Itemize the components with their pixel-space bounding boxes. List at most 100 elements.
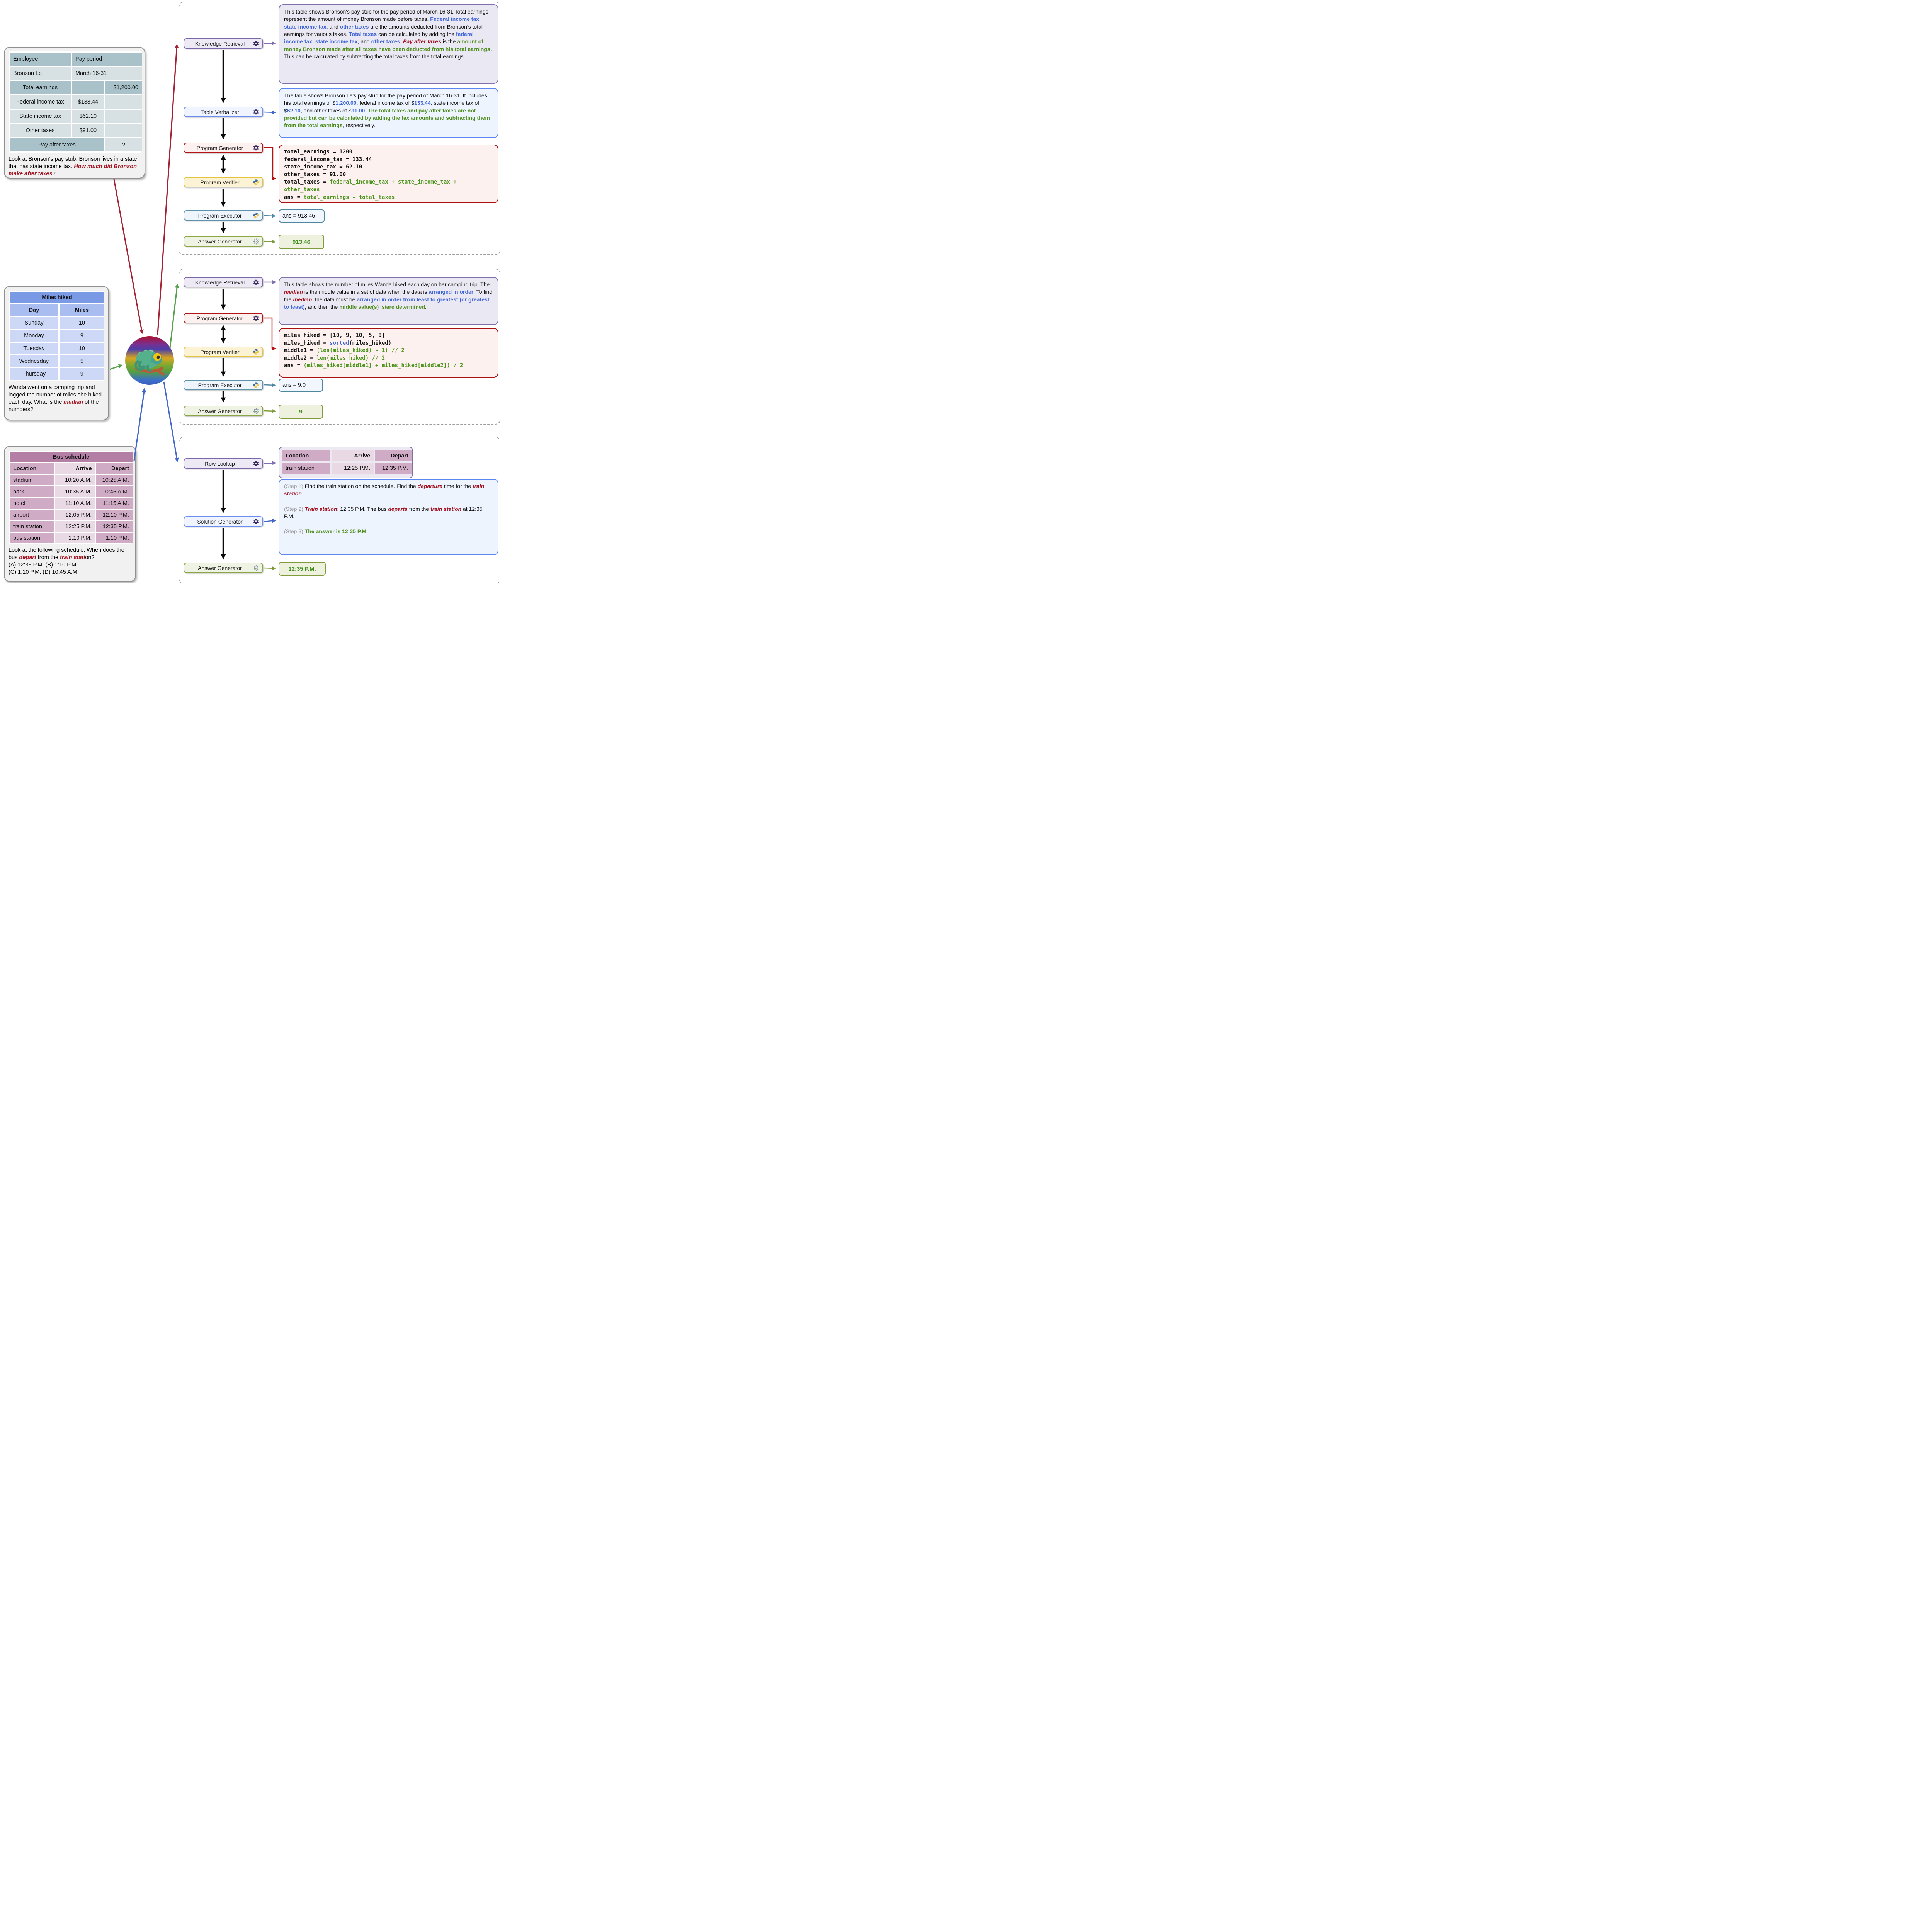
table-cell: $62.10 <box>71 110 104 123</box>
column-header: Depart <box>96 463 133 474</box>
gear-check-icon <box>253 565 260 571</box>
table-cell: Federal income tax <box>10 95 71 109</box>
column-header: Arrive <box>332 450 374 461</box>
table-cell: Employee <box>10 53 71 66</box>
column-header: Location <box>282 450 331 461</box>
module-label: Program Verifier <box>200 179 240 185</box>
python-icon <box>253 382 260 389</box>
table-cell: bus station <box>10 533 54 543</box>
module-label: Knowledge Retrieval <box>195 279 245 286</box>
table-cell: $133.44 <box>71 95 104 109</box>
openai-icon <box>253 109 260 116</box>
module-knowledge-retrieval: Knowledge Retrieval <box>184 277 263 287</box>
row-lookup-output: Location Arrive Depart train station 12:… <box>279 447 413 478</box>
module-table-verbalizer: Table Verbalizer <box>184 107 263 117</box>
table-cell <box>105 95 142 109</box>
module-label: Solution Generator <box>197 518 243 525</box>
module-label: Program Generator <box>196 145 243 151</box>
module-program-verifier: Program Verifier <box>184 347 263 357</box>
module-label: Row Lookup <box>205 460 235 467</box>
openai-icon <box>253 460 260 467</box>
table-verbalizer-output: The table shows Bronson Le's pay stub fo… <box>279 88 498 138</box>
table-cell: 10:20 A.M. <box>55 475 95 485</box>
knowledge-retrieval-output-2: This table shows the number of miles Wan… <box>279 277 498 325</box>
table-cell: Thursday <box>10 368 58 380</box>
table-cell: Other taxes <box>10 124 71 137</box>
row-lookup-table: Location Arrive Depart train station 12:… <box>282 450 412 474</box>
code-line: total_taxes = federal_income_tax + state… <box>284 179 457 193</box>
pipeline-group-2 <box>179 269 500 425</box>
table-cell: 10:45 A.M. <box>96 486 133 497</box>
table-cell: 1:10 P.M. <box>55 533 95 543</box>
code-line: federal_income_tax = 133.44 <box>284 156 372 163</box>
module-program-executor: Program Executor <box>184 210 263 221</box>
bus-schedule-table: Bus schedule Location Arrive Depart stad… <box>9 451 133 544</box>
table-cell: ? <box>105 138 142 151</box>
miles-hiked-card: Miles hiked Day Miles Sunday 10 Monday 9… <box>4 286 109 420</box>
module-label: Program Verifier <box>200 349 240 355</box>
table-cell: Pay period <box>71 53 142 66</box>
chameleon-figure: Employee Pay period Bronson Le March 16-… <box>0 0 500 583</box>
column-header: Location <box>10 463 54 474</box>
table-cell: airport <box>10 510 54 520</box>
table-title: Bus schedule <box>10 452 133 462</box>
module-answer-generator: Answer Generator <box>184 563 263 573</box>
table-cell: 12:25 P.M. <box>332 463 374 474</box>
table-cell: Sunday <box>10 317 58 329</box>
code-line: miles_hiked = [10, 9, 10, 5, 9] <box>284 332 385 338</box>
module-label: Answer Generator <box>198 565 242 571</box>
openai-icon <box>253 518 260 525</box>
bus-option-line: (C) 1:10 P.M. (D) 10:45 A.M. <box>9 569 79 576</box>
table-cell: 10 <box>59 317 104 329</box>
module-solution-generator: Solution Generator <box>184 516 263 527</box>
code-line: other_taxes = 91.00 <box>284 171 346 178</box>
openai-icon <box>253 315 260 322</box>
code-line: ans = (miles_hiked[middle1] + miles_hike… <box>284 362 463 369</box>
code-line: middle1 = (len(miles_hiked) - 1) // 2 <box>284 347 405 354</box>
table-cell: State income tax <box>10 110 71 123</box>
code-line: ans = total_earnings - total_taxes <box>284 194 395 201</box>
bus-question: Look at the following schedule. When doe… <box>9 547 124 561</box>
table-cell: 12:35 P.M. <box>96 521 133 532</box>
table-cell: $1,200.00 <box>105 81 142 94</box>
python-icon <box>253 179 260 186</box>
bus-schedule-card: Bus schedule Location Arrive Depart stad… <box>4 446 136 582</box>
pay-stub-question: Look at Bronson's pay stub. Bronson live… <box>9 156 137 177</box>
openai-icon <box>253 279 260 286</box>
module-program-generator: Program Generator <box>184 143 263 153</box>
table-cell: 12:35 P.M. <box>375 463 412 474</box>
miles-hiked-table: Miles hiked Day Miles Sunday 10 Monday 9… <box>9 291 104 381</box>
column-header: Miles <box>59 304 104 316</box>
openai-icon <box>253 40 260 47</box>
module-label: Program Executor <box>198 212 242 219</box>
table-cell: Monday <box>10 330 58 342</box>
chameleon-illustration <box>134 349 165 376</box>
column-header: Depart <box>375 450 412 461</box>
table-cell: 10:35 A.M. <box>55 486 95 497</box>
table-cell <box>105 124 142 137</box>
table-cell: 10:25 A.M. <box>96 475 133 485</box>
module-program-generator: Program Generator <box>184 313 263 323</box>
solution-step: (Step 3) The answer is 12:35 P.M. <box>284 528 368 535</box>
table-cell <box>105 110 142 123</box>
table-cell: Pay after taxes <box>10 138 104 151</box>
module-program-verifier: Program Verifier <box>184 177 263 187</box>
python-icon <box>253 349 260 355</box>
final-answer-3: 12:35 P.M. <box>279 562 326 576</box>
module-label: Program Executor <box>198 382 242 388</box>
module-answer-generator: Answer Generator <box>184 236 263 247</box>
module-row-lookup: Row Lookup <box>184 458 263 469</box>
code-line: middle2 = len(miles_hiked) // 2 <box>284 355 385 361</box>
column-header: Arrive <box>55 463 95 474</box>
final-answer-2: 9 <box>279 405 323 419</box>
pay-stub-table: Employee Pay period Bronson Le March 16-… <box>9 51 142 153</box>
solution-step: (Step 1) Find the train station on the s… <box>284 483 485 497</box>
final-answer-1: 913.46 <box>279 235 324 249</box>
table-cell: park <box>10 486 54 497</box>
table-cell: 5 <box>59 355 104 367</box>
column-header: Day <box>10 304 58 316</box>
module-knowledge-retrieval: Knowledge Retrieval <box>184 38 263 49</box>
module-label: Table Verbalizer <box>201 109 239 115</box>
table-cell: 1:10 P.M. <box>96 533 133 543</box>
knowledge-retrieval-output-1: This table shows Bronson's pay stub for … <box>279 4 498 84</box>
